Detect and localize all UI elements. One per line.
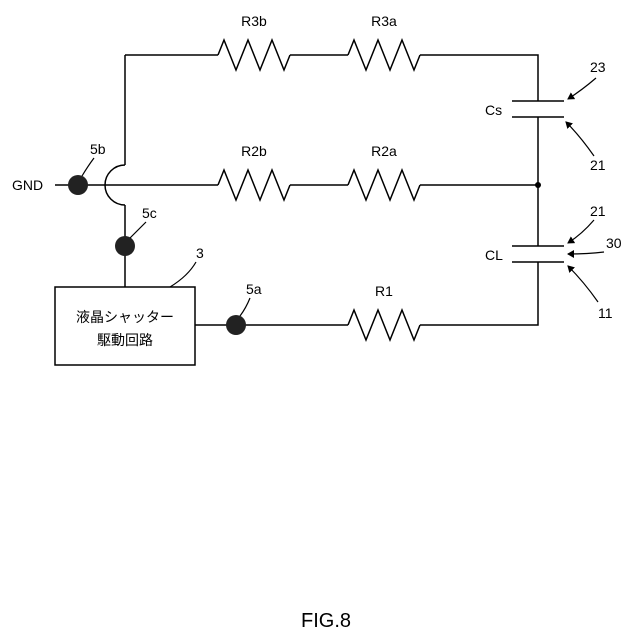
terminal-5a: [226, 315, 246, 335]
label-ref-23: 23: [590, 59, 606, 75]
resistor-r3a: [348, 40, 420, 70]
label-r2b: R2b: [241, 143, 267, 159]
resistor-r2a: [348, 170, 420, 200]
label-node-5b: 5b: [90, 141, 106, 157]
label-node-5a: 5a: [246, 281, 262, 297]
driver-label-line1: 液晶シャッター: [76, 310, 174, 326]
resistor-r3b: [218, 40, 290, 70]
label-ref-3: 3: [196, 245, 204, 261]
resistor-r1: [348, 310, 420, 340]
label-ref-21-top: 21: [590, 157, 606, 173]
leader-21-top-arrow: [566, 122, 594, 156]
driver-label-line2: 駆動回路: [97, 333, 153, 349]
label-cs: Cs: [485, 102, 502, 118]
label-ref-11: 11: [598, 305, 613, 321]
label-r1: R1: [375, 283, 393, 299]
label-ref-30: 30: [606, 235, 622, 251]
leader-5b: [82, 158, 94, 176]
terminal-5b: [68, 175, 88, 195]
leader-11-arrow: [568, 266, 598, 302]
label-r3b: R3b: [241, 13, 267, 29]
figure-caption: FIG.8: [301, 610, 351, 632]
wire-top-right: [420, 55, 538, 101]
leader-5a: [240, 298, 250, 316]
label-cl: CL: [485, 247, 503, 263]
leader-5c: [130, 222, 146, 238]
resistor-r2b: [218, 170, 290, 200]
label-gnd: GND: [12, 177, 43, 193]
leader-21-mid-arrow: [568, 220, 594, 243]
label-node-5c: 5c: [142, 205, 157, 221]
leader-30-arrow: [568, 252, 604, 254]
wire-cl-to-bottom: [420, 262, 538, 325]
leader-3: [170, 262, 196, 287]
label-r3a: R3a: [371, 13, 397, 29]
terminal-5c: [115, 236, 135, 256]
leader-23-arrow: [568, 78, 596, 99]
label-ref-21-mid: 21: [590, 203, 606, 219]
label-r2a: R2a: [371, 143, 397, 159]
driver-circuit-box: [55, 287, 195, 365]
